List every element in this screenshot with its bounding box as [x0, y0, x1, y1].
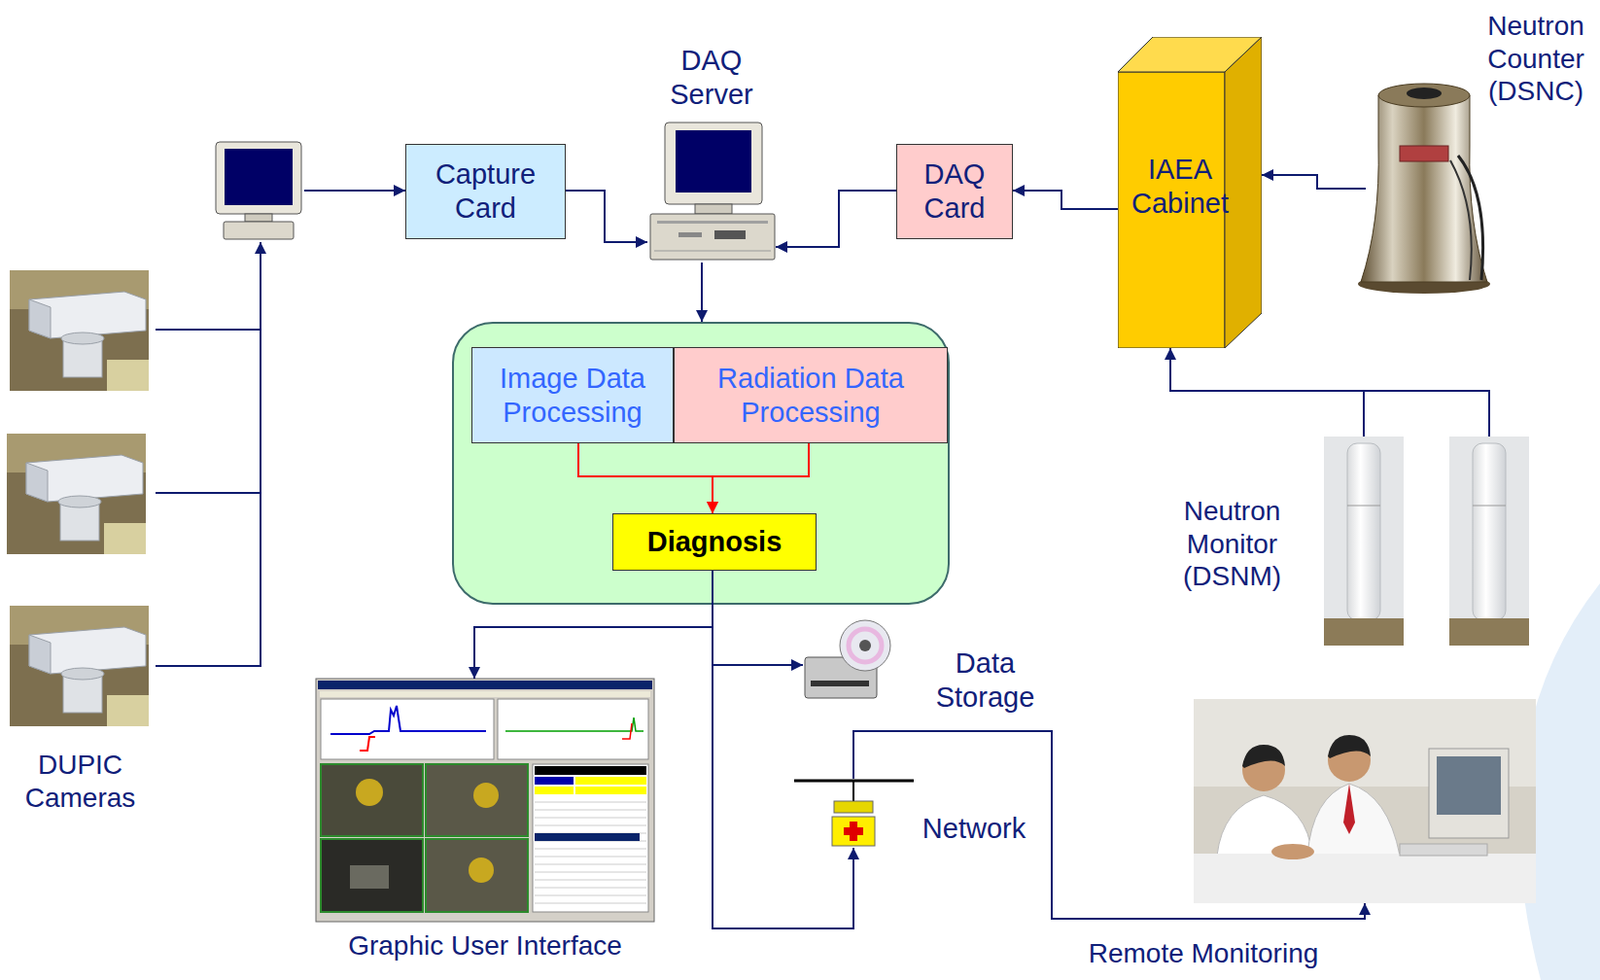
connector [155, 242, 261, 666]
process-box: Image Data Processing [471, 347, 674, 444]
text-slot: DUPIC Cameras [4, 748, 156, 814]
server-computer-icon [650, 122, 775, 260]
text-slot: Remote Monitoring [1057, 937, 1350, 971]
detector-node: Neutron Counter (DSNC) [1365, 7, 1597, 300]
node-label: DAQ Server [647, 43, 776, 112]
monitor-node [213, 139, 305, 243]
neutron-counter-photo [1357, 83, 1491, 294]
storage-node: Data Storage [802, 622, 1046, 720]
connector [1012, 190, 1118, 209]
connector [565, 190, 648, 243]
gui-screenshot [315, 678, 655, 922]
connector [700, 262, 703, 322]
node-label: Neutron Counter (DSNC) [1479, 9, 1593, 108]
text-slot: Neutron Monitor (DSNM) [1171, 494, 1293, 593]
network-icon [794, 780, 914, 846]
cabinet-node: IAEA Cabinet [1117, 36, 1262, 348]
text-slot: Network [915, 811, 1033, 846]
cabinet-side [1224, 36, 1262, 348]
remote-node: Remote Monitoring [1193, 698, 1536, 904]
text-slot: IAEA Cabinet [1117, 152, 1243, 221]
process-box: Capture Card [405, 143, 566, 240]
data-storage-icon [804, 620, 891, 698]
process-box: DAQ Card [896, 143, 1013, 240]
node-label: Graphic User Interface [296, 929, 674, 963]
remote-monitoring-photo [1193, 698, 1536, 904]
connector [853, 730, 1365, 919]
decision-box: Diagnosis [612, 513, 817, 571]
node-label: DUPIC Cameras [4, 748, 156, 814]
connector [304, 189, 406, 192]
node-label: Diagnosis [647, 524, 783, 559]
node-label: Radiation Data Processing [680, 361, 941, 430]
network-node: Network [792, 778, 1036, 848]
node-label: Remote Monitoring [1057, 937, 1350, 971]
text-slot: Data Storage [924, 646, 1046, 715]
monitor-icon [215, 141, 302, 240]
gui-node: Graphic User Interface [315, 678, 655, 963]
connector [1261, 174, 1366, 189]
camera-photo [9, 605, 149, 727]
node-label: Network [915, 811, 1033, 846]
server-node: DAQ Server [647, 43, 776, 263]
node-label: Capture Card [412, 157, 559, 226]
text-slot: DAQ Server [647, 43, 776, 112]
processing-panel: Image Data ProcessingRadiation Data Proc… [452, 321, 950, 605]
node-label: Image Data Processing [478, 361, 667, 430]
connector [1170, 347, 1490, 437]
node-label: Neutron Monitor (DSNM) [1171, 494, 1293, 593]
node-label: Data Storage [924, 646, 1046, 715]
camera-photo [9, 270, 149, 391]
camera-node: DUPIC Cameras [4, 267, 156, 812]
connector [775, 190, 897, 247]
node-label: DAQ Card [903, 157, 1007, 226]
camera-photo [6, 433, 146, 555]
node-label: IAEA Cabinet [1117, 152, 1243, 221]
neutron-monitor-photo [1323, 436, 1530, 646]
process-box: Radiation Data Processing [673, 347, 948, 444]
detector-node: Neutron Monitor (DSNM) [1171, 436, 1531, 647]
text-slot: Neutron Counter (DSNC) [1479, 9, 1593, 108]
text-slot: Graphic User Interface [296, 929, 674, 963]
connector [712, 570, 854, 929]
